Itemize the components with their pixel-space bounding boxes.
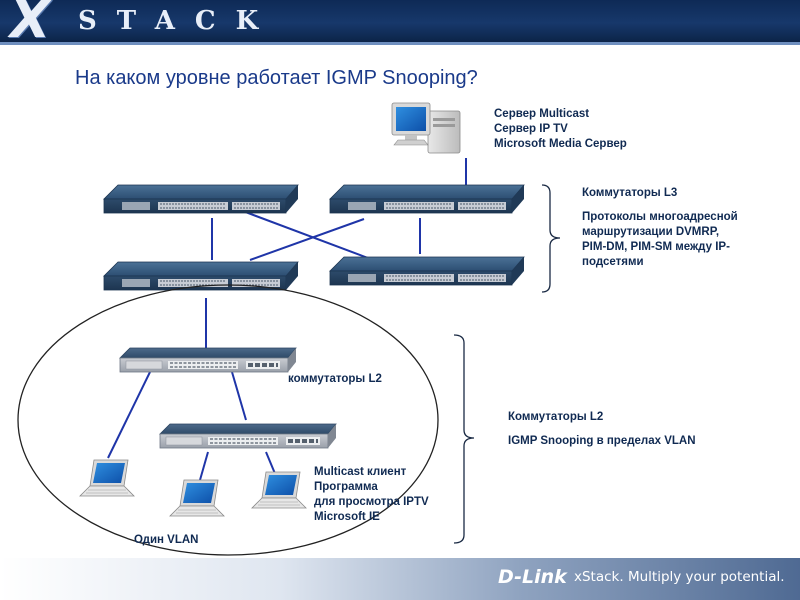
server-label-line-2: Сервер IP TV <box>494 123 568 135</box>
network-links <box>107 158 467 481</box>
link-l2-to-laptop-2 <box>199 451 209 481</box>
l3-group-heading: Коммутаторы L3 <box>582 187 678 199</box>
vlan-label: Один VLAN <box>134 534 199 546</box>
multicast-server-icon <box>391 102 461 154</box>
l3-switch-bottom-right <box>329 256 525 286</box>
client-label-line-2: Программа <box>314 481 378 493</box>
laptop-client-1 <box>79 459 135 497</box>
laptop-client-3 <box>251 471 307 509</box>
l2-switch-upper <box>118 346 298 374</box>
link-l2-to-laptop-1 <box>107 371 151 459</box>
footer-bar <box>0 558 800 600</box>
l2-switch-label: коммутаторы L2 <box>288 373 382 385</box>
l3-group-description-4: подсетями <box>582 256 644 268</box>
dlink-logo: D-Link <box>498 566 567 588</box>
client-label-line-4: Microsoft IE <box>314 511 380 523</box>
xstack-logo-x: X <box>10 0 51 50</box>
l2-group-heading: Коммутаторы L2 <box>508 411 604 423</box>
server-label-line-1: Сервер Multicast <box>494 108 590 120</box>
link-l3-cross-b <box>249 218 365 261</box>
client-label-line-1: Multicast клиент <box>314 466 407 478</box>
l2-group-description: IGMP Snooping в пределах VLAN <box>508 435 696 447</box>
header-bar <box>0 0 800 42</box>
server-label-line-3: Microsoft Media Сервер <box>494 138 627 150</box>
client-label-line-3: для просмотра IPTV <box>314 496 429 508</box>
footer-tagline: xStack. Multiply your potential. <box>574 569 785 585</box>
l3-group-bracket <box>541 184 561 293</box>
link-l3-cross-a <box>239 209 369 259</box>
vlan-boundary-ellipse <box>17 284 439 556</box>
l2-switch-lower <box>158 422 338 450</box>
laptop-client-2 <box>169 479 225 517</box>
l2-group-bracket <box>453 334 475 544</box>
l3-group-description-1: Протоколы многоадресной <box>582 211 738 223</box>
l3-switch-top-left <box>103 184 299 214</box>
link-l2-to-l2 <box>231 371 247 421</box>
header-divider <box>0 42 800 45</box>
xstack-logo-text: STACK <box>78 6 279 36</box>
page-title: На каком уровне работает IGMP Snooping? <box>75 67 478 89</box>
l3-switch-top-right <box>329 184 525 214</box>
l3-group-description-3: PIM-DM, PIM-SM между IP- <box>582 241 730 253</box>
l3-group-description-2: маршрутизации DVMRP, <box>582 226 720 238</box>
